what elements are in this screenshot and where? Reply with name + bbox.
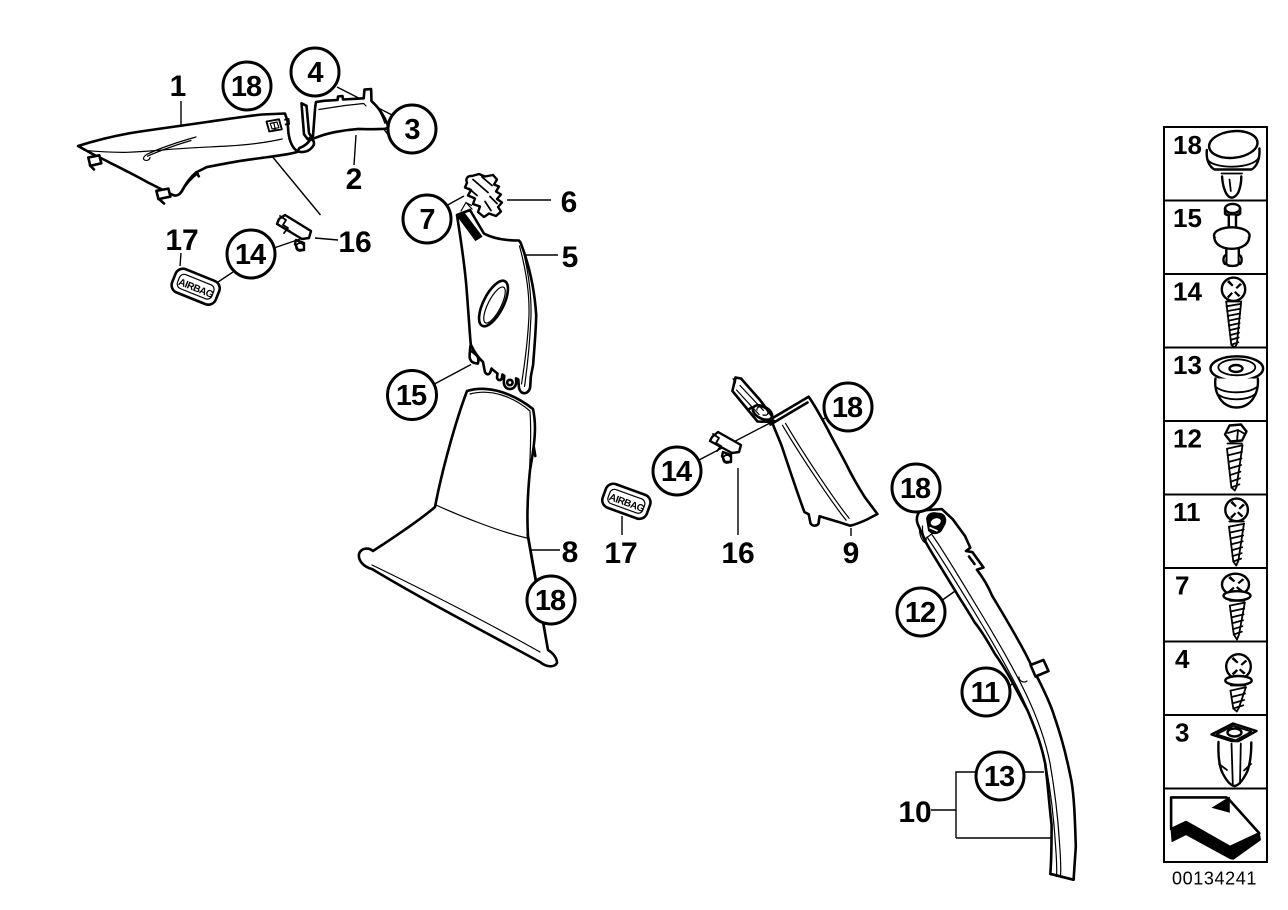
svg-text:7: 7 [419, 204, 434, 236]
svg-text:18: 18 [231, 71, 262, 103]
svg-text:18: 18 [535, 585, 566, 617]
svg-text:18: 18 [1173, 130, 1202, 160]
svg-text:18: 18 [900, 473, 931, 505]
svg-text:3: 3 [404, 114, 420, 146]
svg-text:3: 3 [1175, 718, 1189, 748]
svg-text:12: 12 [1173, 424, 1202, 454]
svg-text:6: 6 [561, 186, 578, 219]
svg-text:16: 16 [338, 226, 371, 259]
svg-text:13: 13 [984, 761, 1015, 793]
svg-text:16: 16 [721, 537, 754, 570]
svg-text:00134241: 00134241 [1172, 869, 1257, 889]
svg-text:4: 4 [307, 57, 323, 89]
svg-text:14: 14 [1173, 277, 1202, 307]
svg-text:4: 4 [1175, 644, 1190, 674]
svg-text:7: 7 [1175, 571, 1189, 601]
svg-text:14: 14 [661, 456, 692, 488]
svg-text:13: 13 [1173, 350, 1202, 380]
svg-text:18: 18 [832, 392, 863, 424]
svg-text:5: 5 [562, 241, 579, 274]
svg-text:8: 8 [562, 536, 579, 569]
svg-text:17: 17 [604, 537, 637, 570]
svg-text:9: 9 [843, 537, 860, 570]
svg-text:17: 17 [165, 224, 198, 257]
svg-text:2: 2 [346, 163, 363, 196]
svg-text:15: 15 [1173, 203, 1202, 233]
svg-text:15: 15 [396, 380, 427, 412]
svg-text:12: 12 [905, 597, 935, 629]
svg-text:10: 10 [898, 796, 931, 829]
svg-text:11: 11 [1173, 497, 1201, 527]
svg-text:1: 1 [170, 70, 187, 103]
svg-text:14: 14 [235, 239, 266, 271]
svg-text:11: 11 [971, 677, 1001, 709]
